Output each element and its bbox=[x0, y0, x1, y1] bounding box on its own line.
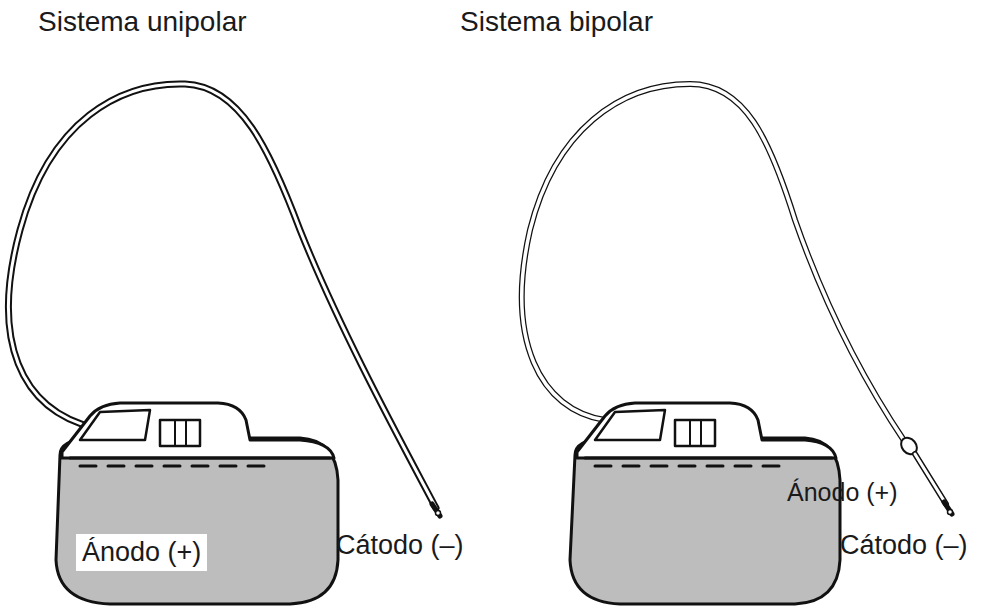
anode-label: Ánodo (+) bbox=[787, 478, 898, 507]
bipolar-pacemaker bbox=[522, 84, 953, 604]
cathode-label: Cátodo (–) bbox=[840, 530, 968, 561]
system-heading: Sistema unipolar bbox=[38, 6, 247, 38]
system-heading: Sistema bipolar bbox=[460, 6, 653, 38]
unipolar-pacemaker bbox=[9, 84, 441, 604]
anode-label: Ánodo (+) bbox=[76, 534, 207, 571]
cathode-label: Cátodo (–) bbox=[336, 530, 464, 561]
